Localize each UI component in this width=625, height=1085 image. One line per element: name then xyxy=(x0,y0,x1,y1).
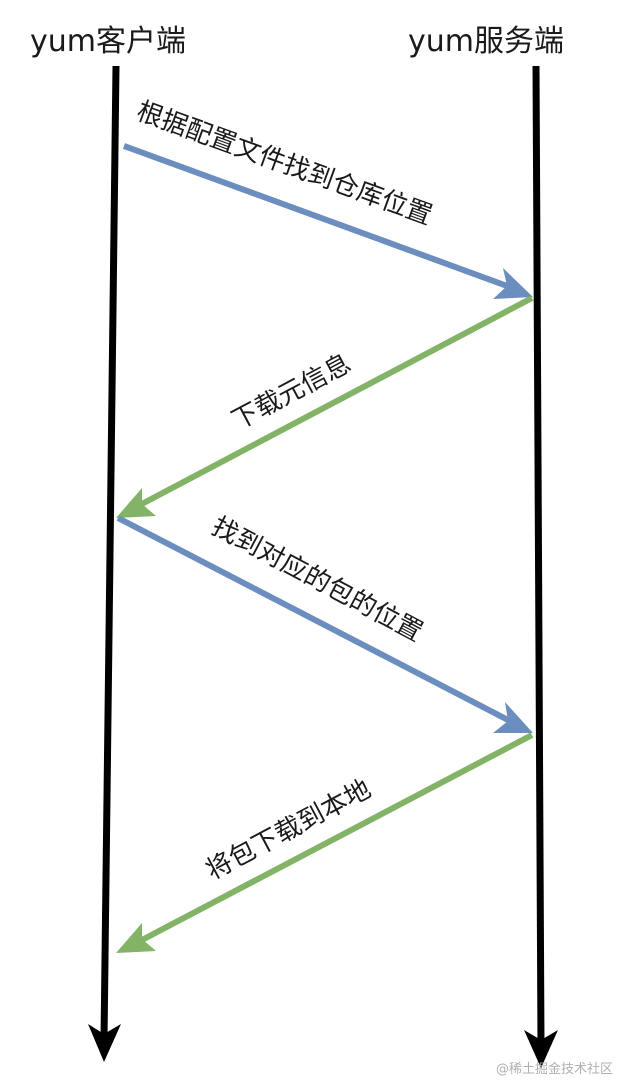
message-4-arrow-line xyxy=(138,732,534,944)
message-3: 找到对应的包的位置 xyxy=(116,512,533,733)
message-4-arrowhead xyxy=(116,923,156,953)
message-3-arrowhead xyxy=(493,702,533,733)
client-lifeline xyxy=(100,65,120,1041)
client-lifeline-arrowhead xyxy=(88,1024,121,1062)
message-1: 根据配置文件找到仓库位置 xyxy=(122,96,533,299)
message-2: 下载元信息 xyxy=(116,295,534,518)
message-3-arrow-line xyxy=(116,515,514,725)
message-2-arrow-line xyxy=(136,295,534,509)
message-4: 将包下载到本地 xyxy=(116,732,534,953)
message-2-arrowhead xyxy=(116,488,156,518)
server-actor-label: yum服务端 xyxy=(408,24,564,59)
server-lifeline xyxy=(532,65,545,1047)
server-lifeline-arrowhead xyxy=(524,1030,558,1068)
message-1-arrowhead xyxy=(493,268,533,299)
client-actor-label: yum客户端 xyxy=(30,24,186,59)
message-1-arrow-line xyxy=(122,143,512,290)
watermark-text: @稀土掘金技术社区 xyxy=(495,1062,613,1077)
